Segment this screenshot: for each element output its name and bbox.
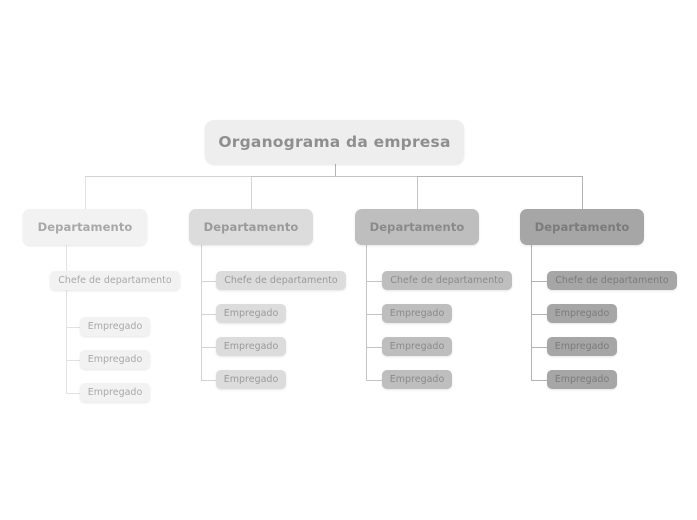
- child-stub-line: [66, 392, 80, 394]
- column-spine-line: [201, 245, 202, 380]
- employee-node-2-2[interactable]: Empregado: [216, 337, 286, 356]
- column-spine-line: [531, 245, 532, 380]
- root-node[interactable]: Organograma da empresa: [205, 120, 464, 164]
- employee-node-3-2[interactable]: Empregado: [382, 337, 452, 356]
- dept-drop-line: [417, 176, 418, 209]
- child-stub-line: [201, 346, 216, 348]
- department-node-3[interactable]: Departamento: [355, 209, 479, 245]
- child-stub-line: [531, 379, 547, 381]
- child-stub-line: [531, 280, 547, 282]
- department-node-2[interactable]: Departamento: [189, 209, 313, 245]
- child-stub-line: [201, 280, 216, 282]
- chief-node-1[interactable]: Chefe de departamento: [50, 271, 180, 290]
- child-stub-line: [531, 313, 547, 315]
- column-spine-line: [366, 245, 367, 380]
- child-stub-line: [201, 313, 216, 315]
- employee-node-1-1[interactable]: Empregado: [80, 317, 150, 336]
- child-stub-line: [66, 326, 80, 328]
- column-spine-line: [66, 245, 67, 393]
- dept-drop-line: [85, 176, 86, 209]
- dept-drop-line: [582, 176, 583, 209]
- employee-node-3-3[interactable]: Empregado: [382, 370, 452, 389]
- root-stem-line: [335, 164, 336, 177]
- department-node-1[interactable]: Departamento: [23, 209, 147, 245]
- employee-node-2-3[interactable]: Empregado: [216, 370, 286, 389]
- child-stub-line: [366, 379, 382, 381]
- dept-drop-line: [251, 176, 252, 209]
- employee-node-2-1[interactable]: Empregado: [216, 304, 286, 323]
- bus-segment: [251, 176, 417, 177]
- bus-segment: [85, 176, 251, 177]
- child-stub-line: [366, 280, 382, 282]
- employee-node-4-1[interactable]: Empregado: [547, 304, 617, 323]
- employee-node-1-2[interactable]: Empregado: [80, 350, 150, 369]
- employee-node-1-3[interactable]: Empregado: [80, 383, 150, 402]
- chief-node-3[interactable]: Chefe de departamento: [382, 271, 512, 290]
- child-stub-line: [366, 313, 382, 315]
- bus-segment: [417, 176, 582, 177]
- child-stub-line: [201, 379, 216, 381]
- employee-node-3-1[interactable]: Empregado: [382, 304, 452, 323]
- employee-node-4-2[interactable]: Empregado: [547, 337, 617, 356]
- child-stub-line: [66, 359, 80, 361]
- chief-node-4[interactable]: Chefe de departamento: [547, 271, 677, 290]
- child-stub-line: [366, 346, 382, 348]
- child-stub-line: [531, 346, 547, 348]
- employee-node-4-3[interactable]: Empregado: [547, 370, 617, 389]
- chief-node-2[interactable]: Chefe de departamento: [216, 271, 346, 290]
- department-node-4[interactable]: Departamento: [520, 209, 644, 245]
